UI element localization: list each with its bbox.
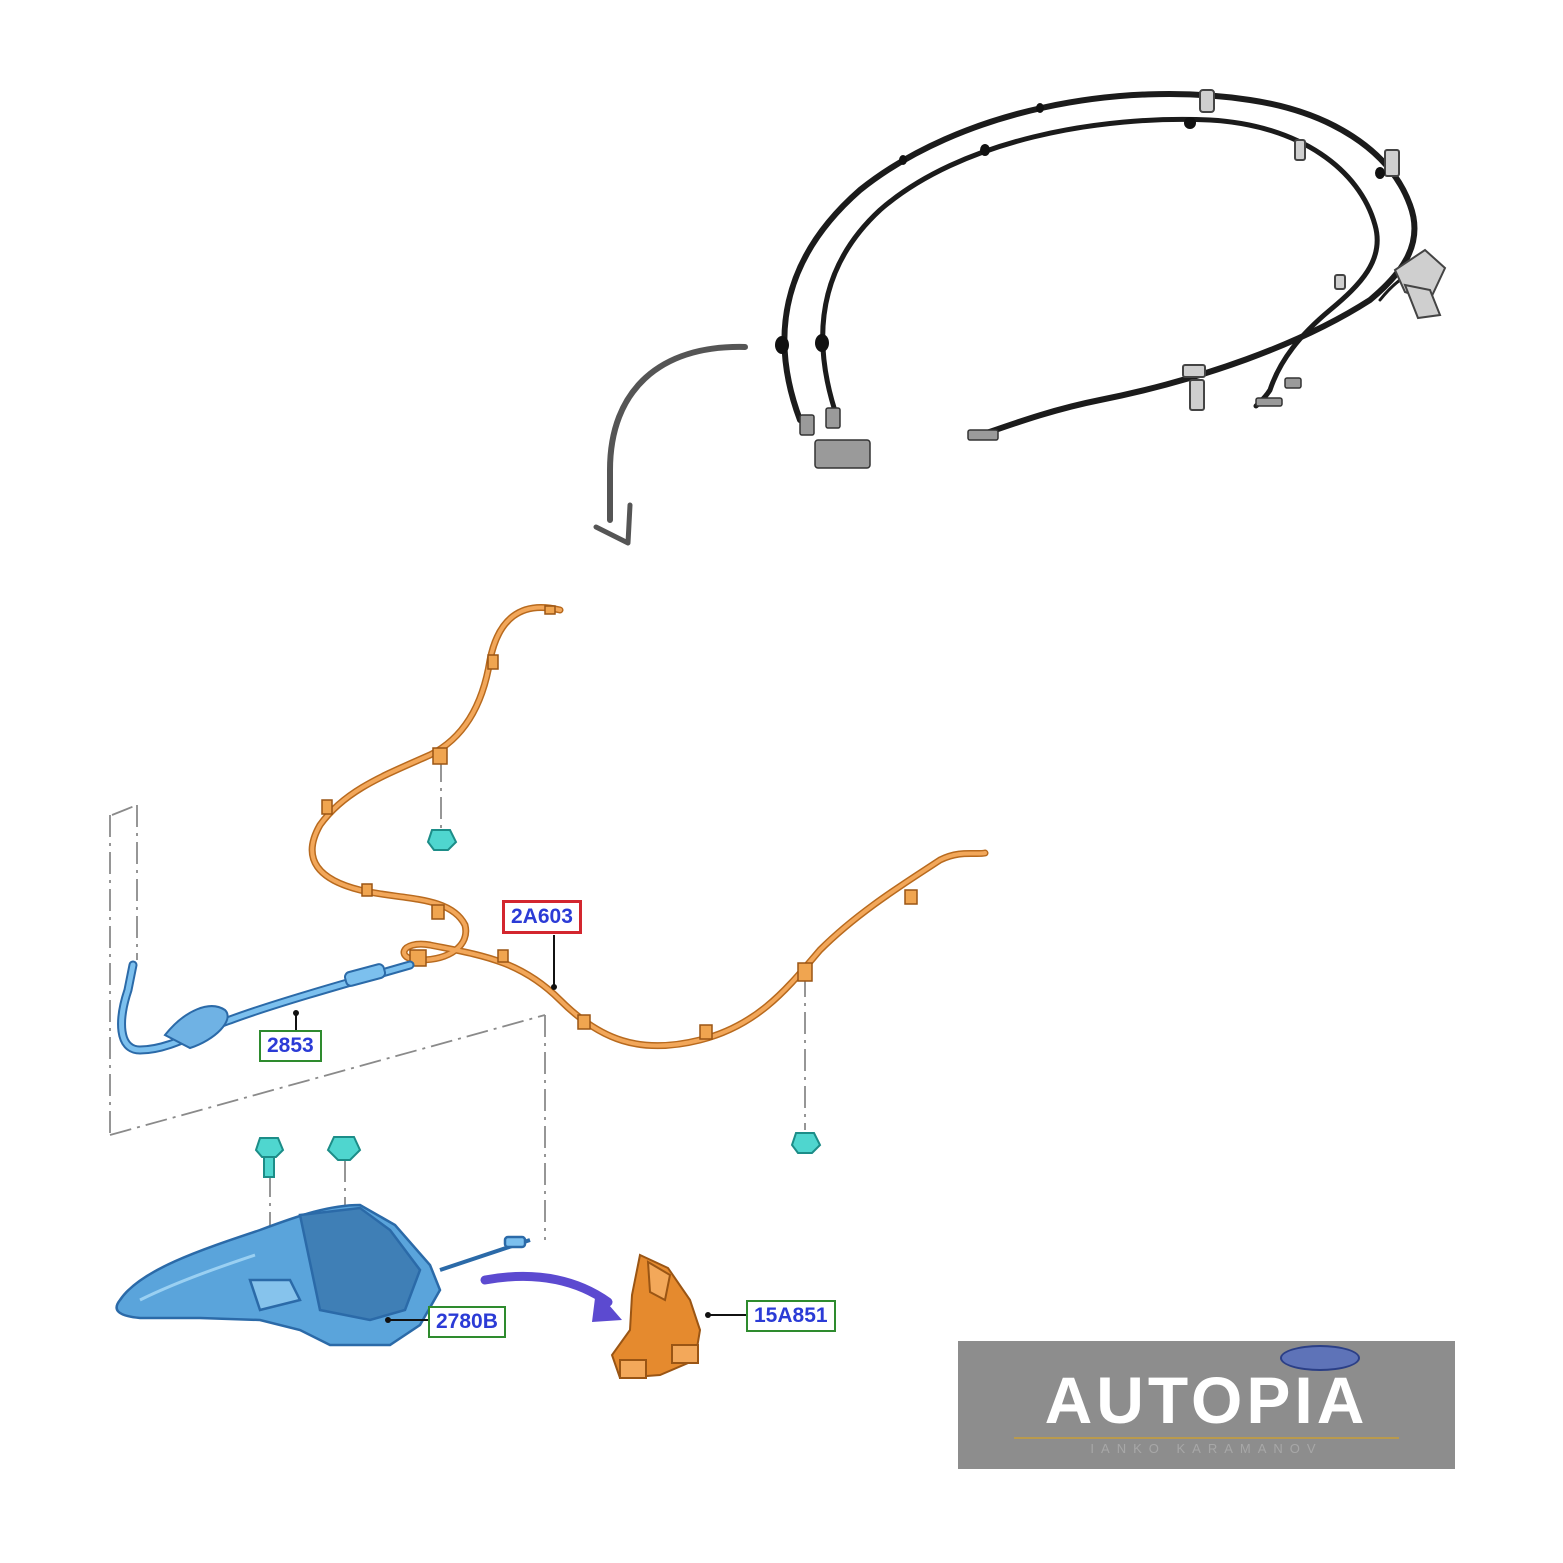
cable-photo xyxy=(775,89,1447,469)
motion-arrow-head xyxy=(592,1290,622,1322)
motion-arrow xyxy=(480,1271,613,1307)
leader-lines xyxy=(295,935,746,1321)
handbrake-lever xyxy=(115,1203,531,1347)
callout-2780B[interactable]: 2780B xyxy=(428,1306,506,1338)
fastener-bolt xyxy=(254,1137,285,1158)
autopia-logo: AUTOPIA IANKO KARAMANOV xyxy=(958,1341,1455,1469)
ford-oval-icon xyxy=(1280,1345,1360,1371)
callout-15A851[interactable]: 15A851 xyxy=(746,1300,836,1332)
orange-cable-fill xyxy=(310,605,987,1048)
switch-part xyxy=(610,1253,702,1380)
connector-arrow xyxy=(607,343,748,523)
callout-2A603[interactable]: 2A603 xyxy=(502,900,582,934)
photo-grommets xyxy=(775,103,1385,354)
orange-cable-clips xyxy=(321,605,918,1040)
callout-2853[interactable]: 2853 xyxy=(259,1030,322,1062)
logo-wordmark: AUTOPIA xyxy=(1044,1363,1369,1437)
blue-cable xyxy=(117,960,415,1055)
connector-arrow-head xyxy=(593,502,633,546)
logo-tagline: IANKO KARAMANOV xyxy=(1090,1441,1323,1456)
photo-cable-inner xyxy=(820,116,1380,423)
fastener-nut-3 xyxy=(326,1136,362,1161)
photo-clips xyxy=(1182,89,1447,411)
logo-divider xyxy=(1014,1437,1399,1439)
fasteners xyxy=(254,829,822,1178)
fastener-nut-1 xyxy=(426,829,458,851)
photo-end-fittings xyxy=(799,377,1302,469)
photo-cable-outer xyxy=(781,91,1418,440)
orange-cable xyxy=(308,603,989,1050)
fastener-nut-2 xyxy=(790,1132,822,1154)
